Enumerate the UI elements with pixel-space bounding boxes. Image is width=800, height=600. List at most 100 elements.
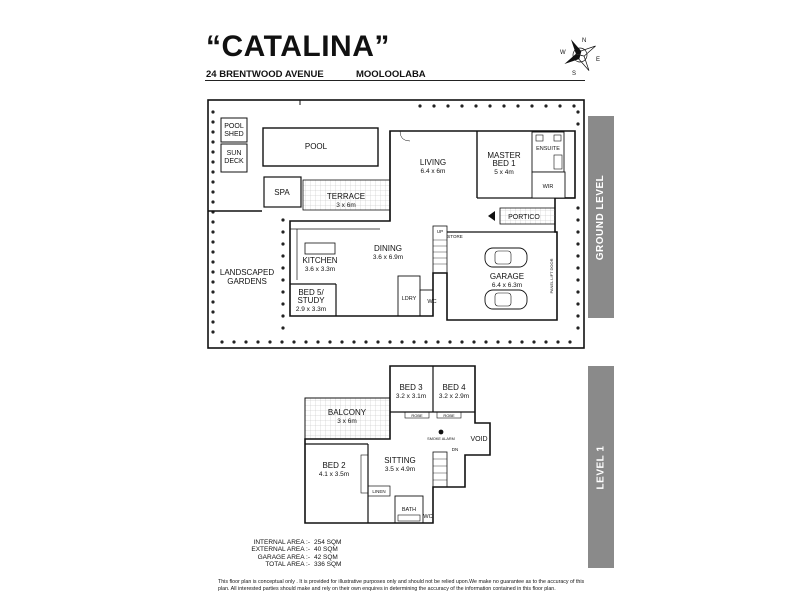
shrub-dot [281, 266, 285, 270]
shrub-dot [544, 340, 548, 344]
area-row-internal: INTERNAL AREA :- 254 SQM [222, 539, 342, 546]
up-label: UP [437, 229, 443, 234]
bed2-dim: 4.1 x 3.5m [319, 471, 349, 478]
shrub-dot [211, 260, 215, 264]
smoke-alarm-label: SMOKE ALARM [427, 437, 455, 441]
shrub-dot [211, 220, 215, 224]
shrub-dot [508, 340, 512, 344]
shrub-dot [576, 254, 580, 258]
shrub-dot [256, 340, 260, 344]
shrub-dot [520, 340, 524, 344]
ensuite-label: ENSUITE [536, 146, 560, 152]
shrub-dot [576, 314, 580, 318]
bed5-label-2: STUDY [297, 296, 325, 305]
shrub-dot [328, 340, 332, 344]
terrace-label: TERRACE [327, 192, 365, 201]
pool-label: POOL [305, 142, 328, 151]
living-dim: 6.4 x 6m [421, 168, 446, 175]
shrub-dot [576, 242, 580, 246]
shrub-dot [484, 340, 488, 344]
store-label: STORE [447, 234, 462, 239]
shrub-dot [424, 340, 428, 344]
panel-door-label: PANEL LIFT DOOR [549, 258, 554, 293]
balcony-label: BALCONY [328, 408, 367, 417]
shrub-dot [544, 104, 548, 108]
shrub-dot [211, 240, 215, 244]
shrub-dot [576, 230, 580, 234]
spa-label: SPA [274, 188, 290, 197]
shrub-dot [376, 340, 380, 344]
shrub-dot [244, 340, 248, 344]
shrub-dot [460, 104, 464, 108]
area-summary: INTERNAL AREA :- 254 SQM EXTERNAL AREA :… [222, 539, 341, 568]
shrub-dot [281, 278, 285, 282]
area-row-garage: GARAGE AREA :- 42 SQM [222, 554, 341, 561]
pool-shed-label-2: SHED [224, 131, 243, 138]
shrub-dot [446, 104, 450, 108]
street-address: 24 BRENTWOOD AVENUE [206, 69, 324, 80]
ground-boundary [207, 99, 585, 349]
shrub-dot [436, 340, 440, 344]
shrub-dot [556, 340, 560, 344]
shrub-dot [211, 280, 215, 284]
shrub-dot [496, 340, 500, 344]
bed5-dim: 2.9 x 3.3m [296, 306, 326, 313]
shrub-dot [211, 110, 215, 114]
area-value: 42 SQM [314, 553, 338, 561]
shrub-dot [281, 326, 285, 330]
level-1-outline [304, 365, 491, 524]
sun-deck-label-2: DECK [224, 158, 244, 165]
shrub-dot [502, 104, 506, 108]
area-label: TOTAL AREA :- [265, 560, 310, 568]
sitting-label: SITTING [384, 456, 416, 465]
compass-s: S [572, 71, 576, 77]
shrub-dot [364, 340, 368, 344]
property-title: “CATALINA” [206, 30, 390, 63]
shrub-dot [211, 150, 215, 154]
shrub-dot [576, 218, 580, 222]
shrub-dot [292, 340, 296, 344]
shrub-dot [558, 104, 562, 108]
garage-car-1 [484, 247, 528, 268]
balcony-dim: 3 x 6m [337, 418, 357, 425]
master-dim: 5 x 4m [494, 169, 514, 176]
shrub-dot [281, 314, 285, 318]
shrub-dot [572, 104, 576, 108]
garage-label: GARAGE [490, 272, 524, 281]
shrub-dot [268, 340, 272, 344]
compass-rose-icon: N E S W [560, 38, 600, 77]
terrace [302, 179, 391, 211]
shrub-dot [460, 340, 464, 344]
compass-e: E [596, 57, 600, 63]
shrub-dot [211, 200, 215, 204]
header-rule [205, 80, 585, 81]
shrub-dot [211, 120, 215, 124]
shrub-dot [281, 290, 285, 294]
shrub-dot [432, 104, 436, 108]
shrub-dot [211, 300, 215, 304]
area-value: 336 SQM [314, 560, 342, 568]
master-label-1: MASTER [487, 151, 521, 160]
shrub-dot [211, 270, 215, 274]
shrub-dot [316, 340, 320, 344]
shrub-dot [530, 104, 534, 108]
shrub-dot [304, 340, 308, 344]
shrub-dot [281, 254, 285, 258]
bath-label: BATH [402, 507, 416, 513]
area-value: 254 SQM [314, 539, 342, 546]
landscaped-label-2: GARDENS [227, 277, 267, 286]
shrub-dot [400, 340, 404, 344]
shrub-dot [280, 340, 284, 344]
wir-label: WIR [543, 184, 554, 190]
shrub-dot [488, 104, 492, 108]
shrub-dot [211, 190, 215, 194]
shrub-dot [232, 340, 236, 344]
living-label: LIVING [420, 158, 446, 167]
level-1-tab: LEVEL 1 [588, 366, 614, 568]
linen-label: LINEN [372, 489, 385, 494]
shrub-dot [352, 340, 356, 344]
shrub-dot [576, 326, 580, 330]
shrub-dot [418, 104, 422, 108]
pool [262, 127, 379, 167]
